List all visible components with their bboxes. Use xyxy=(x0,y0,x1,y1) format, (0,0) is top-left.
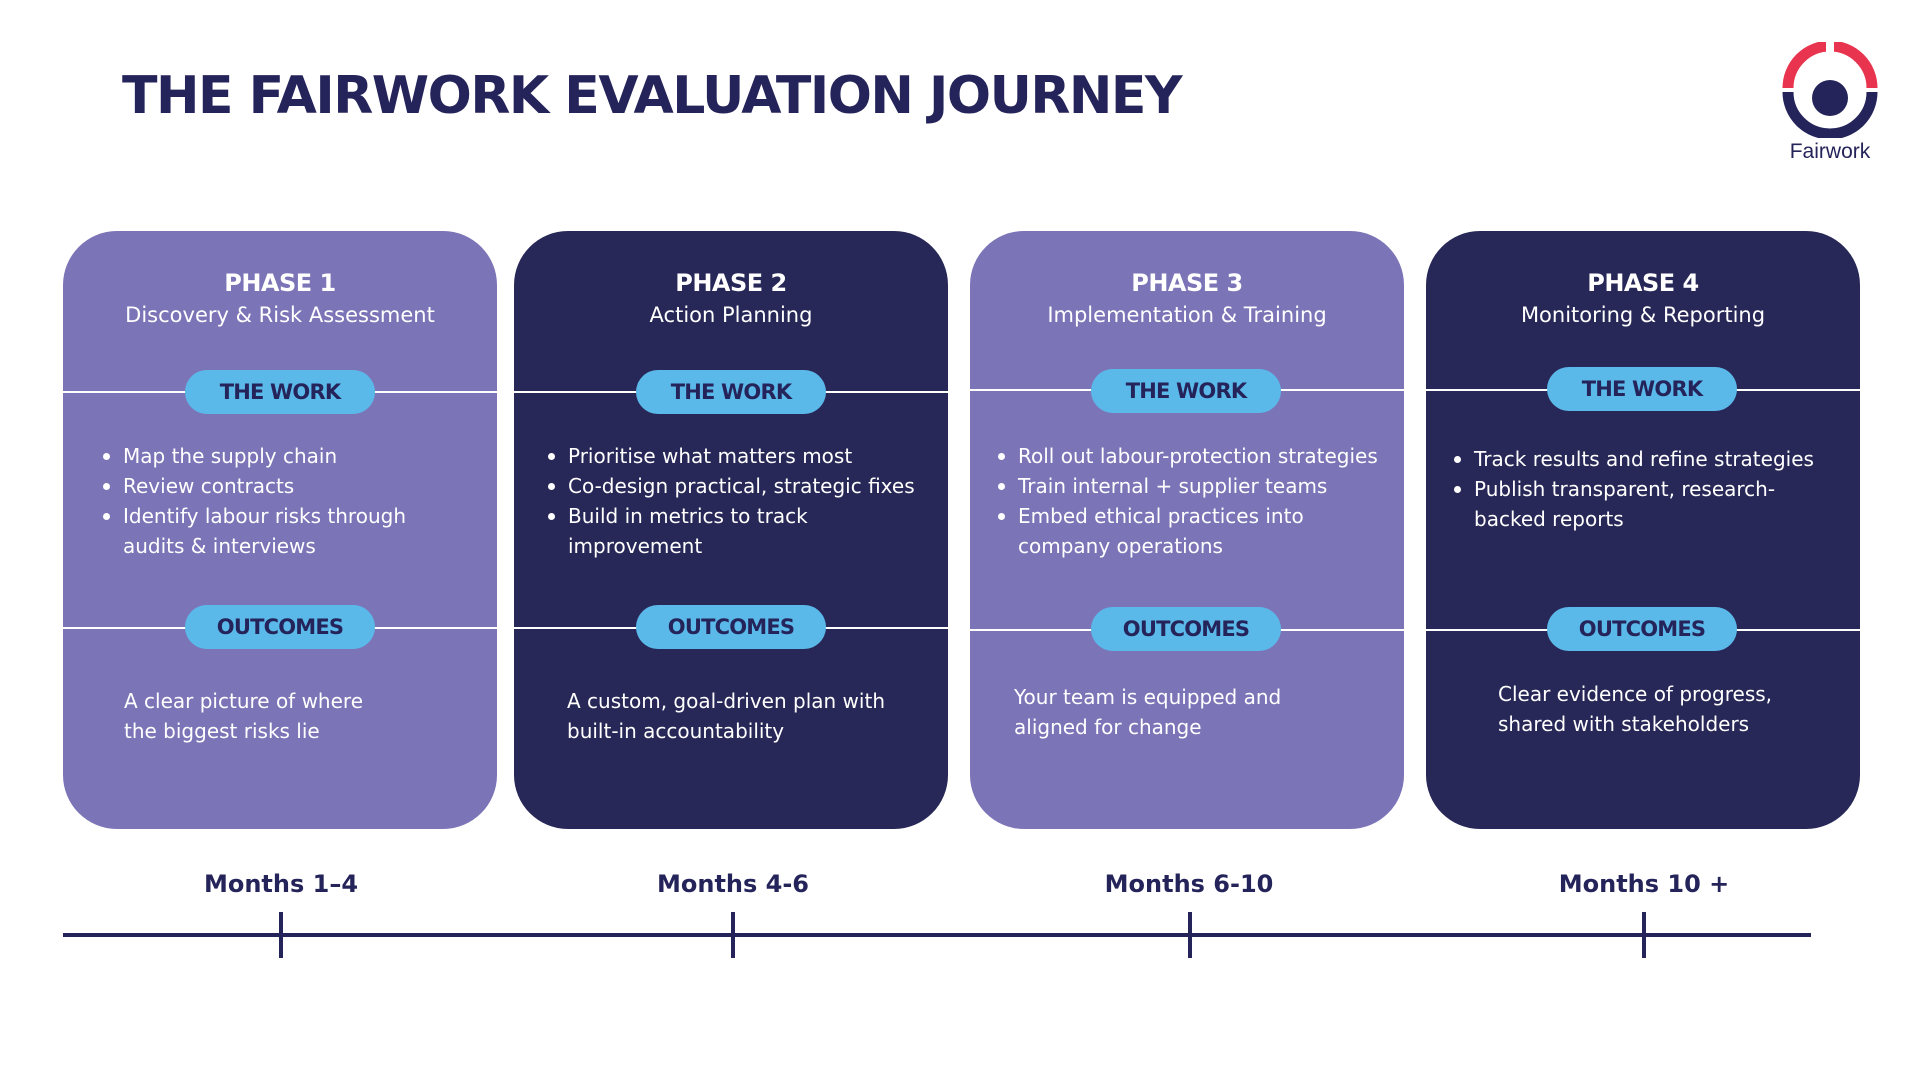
work-item: Prioritise what matters most xyxy=(548,441,968,471)
work-item: Track results and refine strategies xyxy=(1454,444,1874,474)
outcomes-badge: OUTCOMES xyxy=(636,605,826,649)
work-list: Roll out labour-protection strategies Tr… xyxy=(992,441,1428,561)
work-item: Map the supply chain xyxy=(103,441,523,471)
phase-subtitle: Implementation & Training xyxy=(1047,303,1327,327)
work-list: Map the supply chain Review contracts Id… xyxy=(97,441,523,561)
page-title: THE FAIRWORK EVALUATION JOURNEY xyxy=(122,66,1183,126)
phase-card-2: PHASE 2 Action Planning THE WORK Priorit… xyxy=(514,231,948,829)
timeline-tick xyxy=(731,912,735,958)
outcome-text: A custom, goal-driven plan with built-in… xyxy=(567,689,885,743)
work-item: Review contracts xyxy=(103,471,523,501)
the-work-badge: THE WORK xyxy=(1547,367,1737,411)
fairwork-logo: Fairwork xyxy=(1774,42,1886,176)
phase-title: PHASE 2 xyxy=(675,269,787,297)
outcome-text: Clear evidence of progress, shared with … xyxy=(1498,682,1773,736)
outcome-text: A clear picture of where the biggest ris… xyxy=(124,689,364,743)
timeline-tick xyxy=(1188,912,1192,958)
phase-title: PHASE 4 xyxy=(1587,269,1699,297)
work-item: Roll out labour-protection strategies xyxy=(998,441,1428,471)
phase-card-3: PHASE 3 Implementation & Training THE WO… xyxy=(970,231,1404,829)
the-work-badge: THE WORK xyxy=(636,370,826,414)
outcomes-badge: OUTCOMES xyxy=(185,605,375,649)
work-list: Prioritise what matters most Co-design p… xyxy=(542,441,968,561)
timeline-label-2: Months 4-6 xyxy=(656,870,809,898)
timeline-tick xyxy=(279,912,283,958)
work-item: Publish transparent, research-backed rep… xyxy=(1454,474,1804,534)
timeline-label-3: Months 6-10 xyxy=(1104,870,1274,898)
work-item: Train internal + supplier teams xyxy=(998,471,1428,501)
timeline-line xyxy=(63,933,1811,937)
work-list: Track results and refine strategies Publ… xyxy=(1448,444,1874,534)
timeline-label-1: Months 1–4 xyxy=(203,870,359,898)
phase-card-4: PHASE 4 Monitoring & Reporting THE WORK … xyxy=(1426,231,1860,829)
phase-subtitle: Action Planning xyxy=(649,303,813,327)
work-item: Identify labour risks through audits & i… xyxy=(103,501,453,561)
work-item: Embed ethical practices into company ope… xyxy=(998,501,1338,561)
phase-title: PHASE 1 xyxy=(224,269,336,297)
work-item: Build in metrics to track improvement xyxy=(548,501,858,561)
phase-card-1: PHASE 1 Discovery & Risk Assessment THE … xyxy=(63,231,497,829)
outcome-text: Your team is equipped and aligned for ch… xyxy=(1014,685,1282,739)
timeline-tick xyxy=(1642,912,1646,958)
timeline-label-4: Months 10 + xyxy=(1558,870,1730,898)
phase-subtitle: Discovery & Risk Assessment xyxy=(125,303,435,327)
outcomes-badge: OUTCOMES xyxy=(1547,607,1737,651)
phase-title: PHASE 3 xyxy=(1131,269,1243,297)
logo-wordmark: Fairwork xyxy=(1789,140,1871,163)
the-work-badge: THE WORK xyxy=(1091,369,1281,413)
phase-subtitle: Monitoring & Reporting xyxy=(1520,303,1766,327)
work-item: Co-design practical, strategic fixes xyxy=(548,471,968,501)
the-work-badge: THE WORK xyxy=(185,370,375,414)
outcomes-badge: OUTCOMES xyxy=(1091,607,1281,651)
fairwork-logo-icon xyxy=(1782,42,1878,138)
